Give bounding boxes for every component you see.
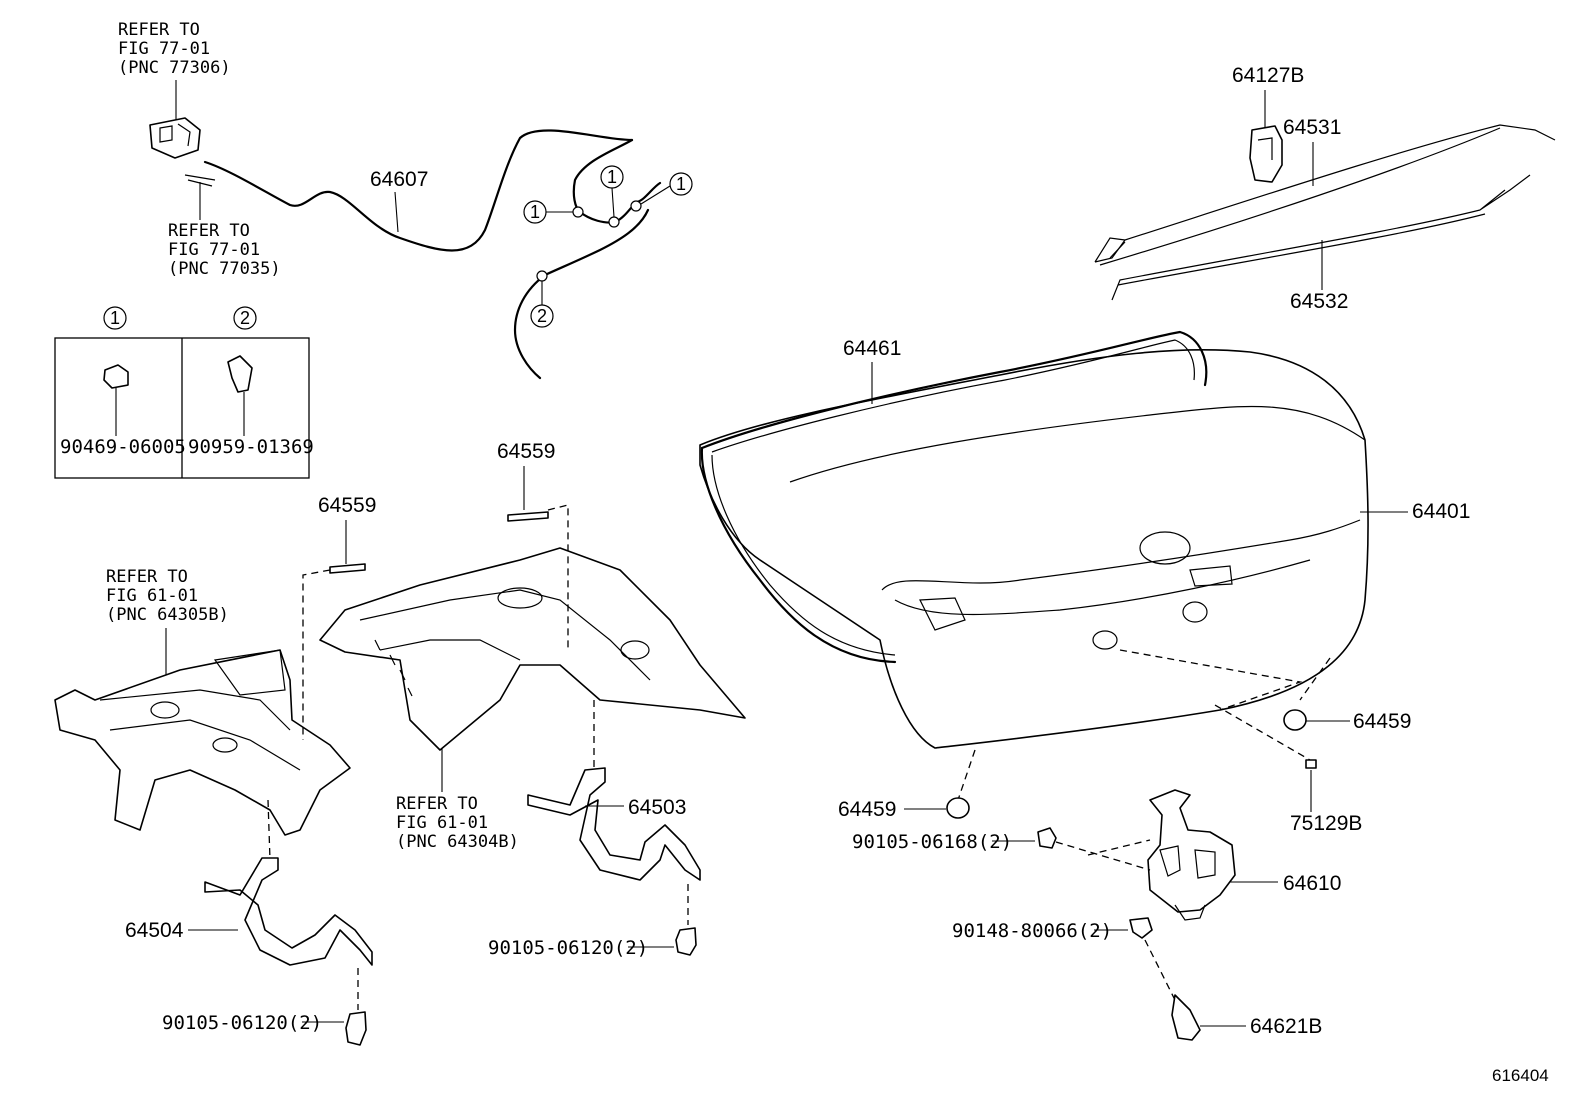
striker-64621B [1171,994,1201,1041]
svg-text:FIG 61-01: FIG 61-01 [396,813,488,833]
part-label-64531: 64531 [1283,116,1341,139]
svg-text:REFER TO: REFER TO [106,567,188,587]
opener-cable-drawing [203,129,662,380]
svg-text:2: 2 [240,308,250,328]
part-label-64459-right: 64459 [1353,710,1411,733]
part-label-64127B: 64127B [1232,64,1304,87]
part-label-64621B: 64621B [1250,1015,1322,1038]
reference-note-64305B: REFER TO FIG 61-01 (PNC 64305B) [106,567,229,625]
part-label-64461: 64461 [843,337,901,360]
clip2-part-number: 90959-01369 [188,436,314,458]
plug-75129B [1305,759,1317,769]
reference-note-64304B: REFER TO FIG 61-01 (PNC 64304B) [396,794,519,852]
svg-text:FIG 61-01: FIG 61-01 [106,586,198,606]
part-label-64607: 64607 [370,168,428,191]
cable-clip-callouts: 1 1 1 2 [523,165,693,328]
opener-switch-drawing [149,117,216,187]
svg-text:2: 2 [537,306,547,326]
torsion-bar-drawing [1094,124,1556,301]
hinge-64503-drawing [527,767,701,881]
grommet-right [1283,709,1307,731]
svg-text:(PNC 77035): (PNC 77035) [168,259,281,279]
svg-text:1: 1 [110,308,120,328]
trunk-lid-drawing [699,349,1369,749]
svg-text:FIG 77-01: FIG 77-01 [118,39,210,59]
part-label-64504: 64504 [125,919,184,942]
hinge-64504-drawing [204,857,373,966]
part-label-64559-left: 64559 [318,494,376,517]
bolt-90105-06120-center [675,927,697,956]
part-label-64459-left: 64459 [838,798,896,821]
clip1-part-number: 90469-06005 [60,436,186,458]
clip-legend-box: 1 2 90469-06005 90959-01369 [54,306,314,479]
part-label-90105-06120-center: 90105-06120(2) [488,937,648,959]
svg-text:1: 1 [676,174,686,194]
part-label-64610: 64610 [1283,872,1341,895]
part-label-90105-06168: 90105-06168(2) [852,831,1012,853]
rear-panel-center-drawing [319,547,746,751]
reference-note-77306: REFER TO FIG 77-01 (PNC 77306) [118,20,231,78]
svg-text:(PNC 64305B): (PNC 64305B) [106,605,229,625]
svg-text:FIG 77-01: FIG 77-01 [168,240,260,260]
svg-text:1: 1 [607,167,617,187]
part-label-90105-06120-left: 90105-06120(2) [162,1012,322,1034]
reference-note-77035: REFER TO FIG 77-01 (PNC 77035) [168,221,281,279]
bolt-90105-06168 [1037,827,1057,849]
screw-90148-80066 [1129,917,1153,939]
rear-panel-left-drawing [54,649,351,836]
part-label-75129B: 75129B [1290,812,1362,835]
part-label-64401: 64401 [1412,500,1470,523]
svg-text:1: 1 [530,202,540,222]
lock-assembly-drawing [1147,789,1236,921]
part-label-90148-80066: 90148-80066(2) [952,920,1112,942]
svg-text:REFER TO: REFER TO [118,20,200,40]
bolt-90105-06120-left [345,1011,367,1046]
svg-text:(PNC 64304B): (PNC 64304B) [396,832,519,852]
grommet-left [946,797,970,819]
bolt-64559-center [507,511,549,522]
svg-text:REFER TO: REFER TO [168,221,250,241]
weatherstrip-drawing [700,330,1208,664]
bolt-64559-left [329,563,366,574]
part-label-64532: 64532 [1290,290,1348,313]
figure-number: 616404 [1492,1066,1549,1085]
svg-text:REFER TO: REFER TO [396,794,478,814]
part-label-64503: 64503 [628,796,686,819]
svg-text:(PNC 77306): (PNC 77306) [118,58,231,78]
part-label-64559-center: 64559 [497,440,555,463]
